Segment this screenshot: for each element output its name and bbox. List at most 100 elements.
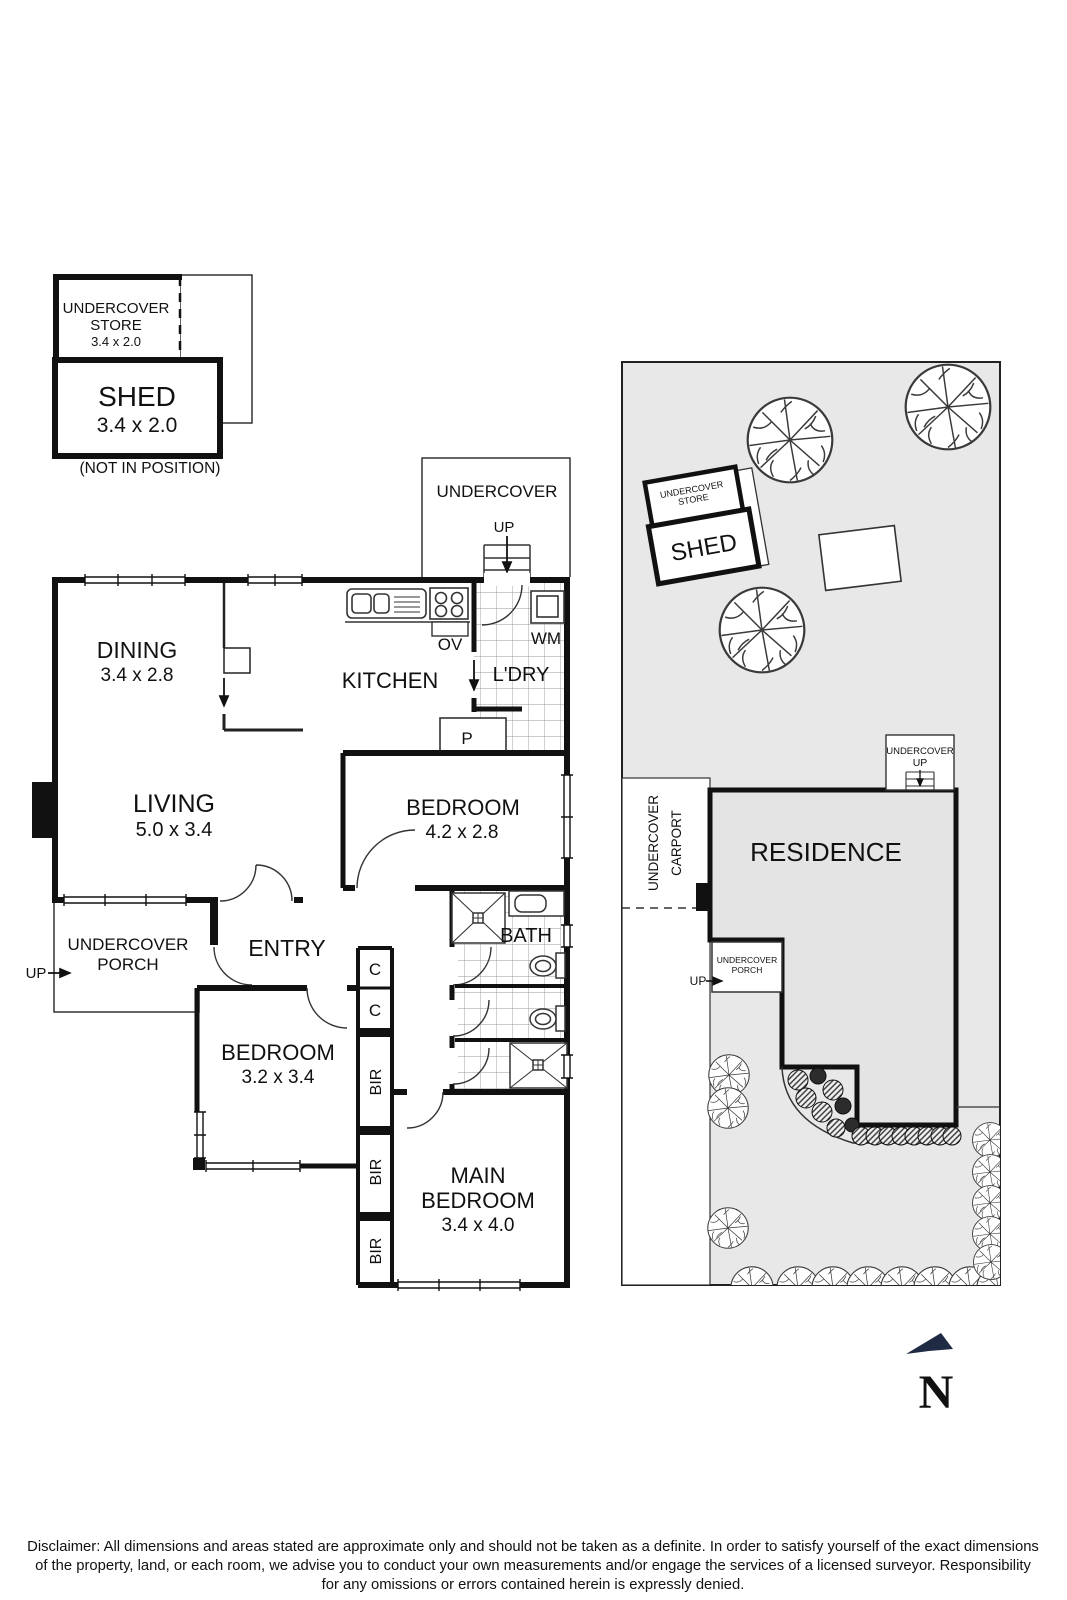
site-plan: UNDERCOVER STORE SHED UNDERCOVER CARPORT… [621, 361, 1001, 1286]
garden-bed-edge [781, 1066, 957, 1144]
kitchen-bench: OV [345, 587, 470, 654]
tree-icon [718, 586, 806, 674]
bathtub-icon [508, 890, 565, 917]
shrub-icon [834, 1097, 852, 1115]
dining-kitchen-divider [218, 583, 303, 732]
washing-machine-icon [530, 590, 565, 624]
entry-label: ENTRY [248, 935, 326, 961]
shed-outline [52, 357, 223, 459]
bedroom1-dims: 4.2 x 2.8 [426, 822, 499, 843]
tree-icon [707, 1207, 749, 1249]
shrub-icon [826, 1118, 846, 1138]
bedroom1-label: BEDROOM [406, 795, 520, 820]
tree-icon [972, 1122, 1000, 1158]
porch-up-label: UP [26, 965, 47, 982]
tree-icon [972, 1185, 1000, 1221]
tree-icon [972, 1154, 1000, 1190]
oven-box [431, 621, 469, 637]
not-in-position-caption: (NOT IN POSITION) [80, 460, 221, 477]
toilet-icon [529, 952, 566, 979]
site-undercover-up: UNDERCOVER UP [885, 734, 955, 791]
oven-label: OV [438, 635, 463, 654]
fireplace [32, 782, 55, 838]
tree-icon [913, 1266, 957, 1285]
undercover-label: UNDERCOVER [437, 482, 558, 501]
garden-shrubs [787, 1067, 962, 1146]
window [63, 894, 187, 906]
bir-label-2: BIR [368, 1159, 385, 1186]
shrub-icon [822, 1079, 844, 1101]
shower-door-arc [452, 1047, 490, 1085]
dining-dims: 3.4 x 2.8 [101, 665, 174, 686]
windows [63, 574, 573, 1291]
shed-dims: 3.4 x 2.0 [97, 414, 178, 437]
site-shed-group: UNDERCOVER STORE SHED [642, 464, 770, 587]
disclaimer-line-3: for any omissions or errors contained he… [322, 1577, 745, 1593]
window [561, 774, 573, 859]
mainbed-label-1: MAIN [451, 1163, 506, 1188]
tree-icon [730, 1266, 774, 1285]
tree-icon [746, 396, 834, 484]
disclaimer-line-2: of the property, land, or each room, we … [35, 1558, 1031, 1574]
cupboard-label-1: C [369, 960, 381, 979]
bedroom1-door-arc [356, 829, 416, 889]
bir-label-1: BIR [368, 1069, 385, 1096]
pantry [439, 717, 507, 754]
window [397, 1279, 521, 1291]
tree-icon [811, 1266, 855, 1285]
residence-chimney [696, 883, 710, 911]
pantry-label: P [461, 729, 472, 748]
laundry-door-arc [481, 584, 523, 626]
window [194, 1111, 206, 1159]
shrub-icon [942, 1126, 962, 1146]
porch-label-1: UNDERCOVER [68, 935, 189, 954]
wm-label: WM [531, 629, 561, 648]
bir-label-3: BIR [368, 1238, 385, 1265]
site-up-label: UP [690, 974, 707, 988]
site-ucup-label-2: UP [913, 757, 928, 769]
sink-icon [346, 588, 427, 619]
wc-door-arc [452, 999, 490, 1037]
tree-icon [846, 1266, 890, 1285]
shrub-icon [809, 1067, 827, 1085]
front-door-arc [213, 946, 253, 986]
stairs-icon [483, 536, 531, 580]
shower-icon-2 [509, 1042, 568, 1089]
front-wall-stub [210, 903, 218, 945]
detached-shed-diagram: UNDERCOVER STORE 3.4 x 2.0 SHED 3.4 x 2.… [52, 274, 253, 477]
bedroom2-dims: 3.2 x 3.4 [242, 1067, 315, 1088]
porch-label-2: PORCH [97, 955, 158, 974]
stairs-up-label: UP [494, 519, 515, 536]
window [561, 1054, 573, 1079]
tree-icon [973, 1244, 1000, 1280]
store-label-1: UNDERCOVER [63, 300, 170, 317]
driveway [622, 777, 711, 1285]
toilet-icon-2 [529, 1005, 566, 1032]
living-dims: 5.0 x 3.4 [136, 819, 213, 841]
wardrobe-column: C C BIR BIR BIR [356, 946, 394, 1288]
floor-plan: UNDERCOVER UP [26, 457, 573, 1291]
mainbed-door-arc [406, 1091, 444, 1129]
tree-icon [904, 363, 992, 451]
shrub-icon [787, 1069, 809, 1091]
residence-outline [707, 787, 959, 1128]
site-porch-label-1: UNDERCOVER [717, 955, 777, 965]
window [561, 924, 573, 948]
tree-icon [707, 1087, 749, 1129]
site-porch-label-2: PORCH [732, 965, 763, 975]
site-outbuilding [817, 524, 903, 592]
bedroom2-door-arc [306, 987, 348, 1029]
tree-icon [880, 1266, 924, 1285]
dining-label: DINING [97, 637, 178, 663]
residence-label: RESIDENCE [750, 837, 902, 867]
undercover-area: UNDERCOVER UP [421, 457, 571, 580]
bath-label: BATH [500, 925, 552, 947]
site-porch: UNDERCOVER PORCH [711, 941, 783, 993]
disclaimer: Disclaimer: All dimensions and areas sta… [27, 1539, 1039, 1593]
cupboard-label-2: C [369, 1001, 381, 1020]
living-label: LIVING [133, 790, 215, 818]
north-arrow-icon: N [906, 1333, 954, 1419]
stove-icon [429, 587, 469, 620]
